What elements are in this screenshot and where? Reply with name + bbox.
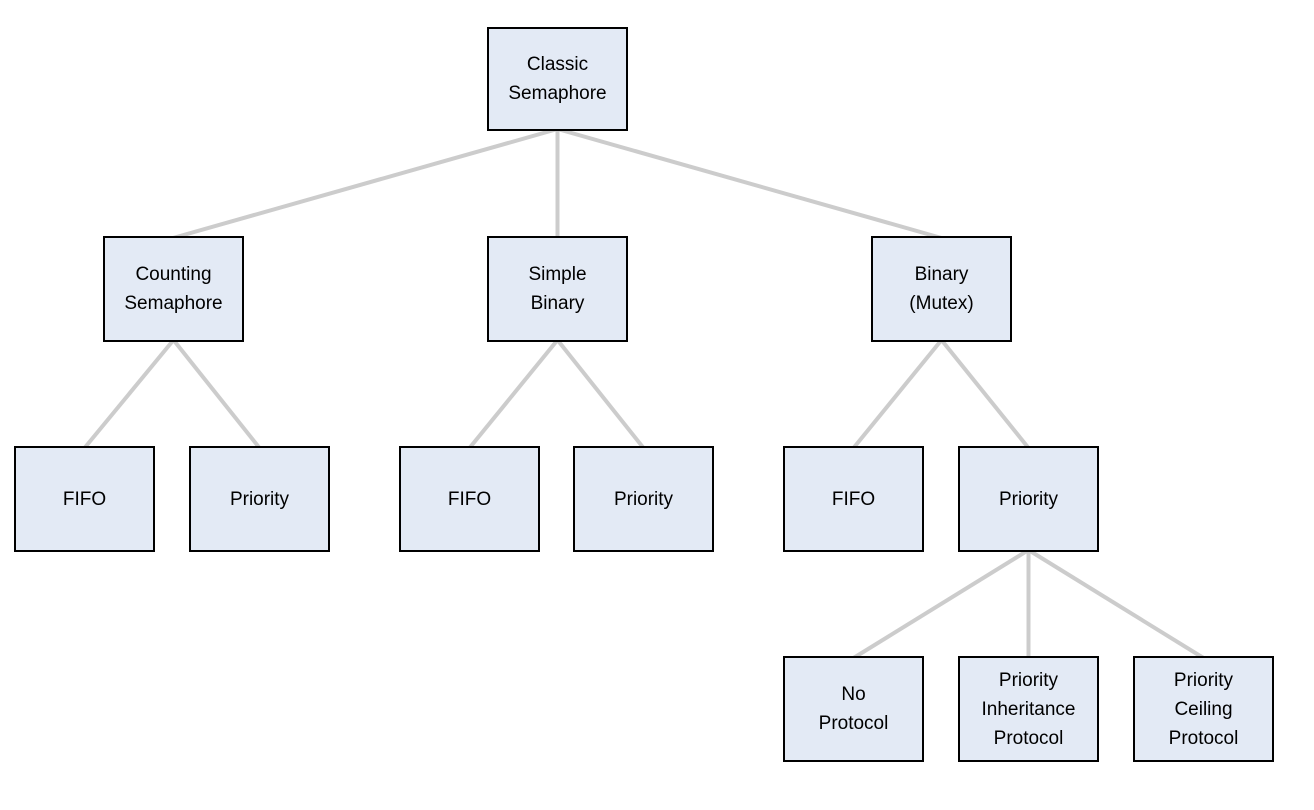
node-counting-priority: Priority <box>189 446 330 552</box>
node-classic-semaphore: Classic Semaphore <box>487 27 628 131</box>
node-binary-mutex: Binary (Mutex) <box>871 236 1012 342</box>
node-priority-ceiling-protocol: Priority Ceiling Protocol <box>1133 656 1274 762</box>
node-simple-binary: Simple Binary <box>487 236 628 342</box>
node-counting-fifo: FIFO <box>14 446 155 552</box>
connector-line <box>171 338 262 450</box>
node-counting-semaphore: Counting Semaphore <box>103 236 244 342</box>
connector-line <box>1027 548 1205 660</box>
node-simple-binary-priority: Priority <box>573 446 714 552</box>
connector-line <box>851 338 944 450</box>
connector-line <box>939 338 1031 450</box>
connector-line <box>467 338 560 450</box>
connector-line <box>555 338 646 450</box>
node-binary-mutex-fifo: FIFO <box>783 446 924 552</box>
connector-line <box>172 127 559 240</box>
node-priority-inheritance-protocol: Priority Inheritance Protocol <box>958 656 1099 762</box>
node-simple-binary-fifo: FIFO <box>399 446 540 552</box>
node-no-protocol: No Protocol <box>783 656 924 762</box>
connector-line <box>82 338 176 450</box>
node-binary-mutex-priority: Priority <box>958 446 1099 552</box>
connector-line <box>556 127 943 240</box>
connector-line <box>852 548 1030 660</box>
